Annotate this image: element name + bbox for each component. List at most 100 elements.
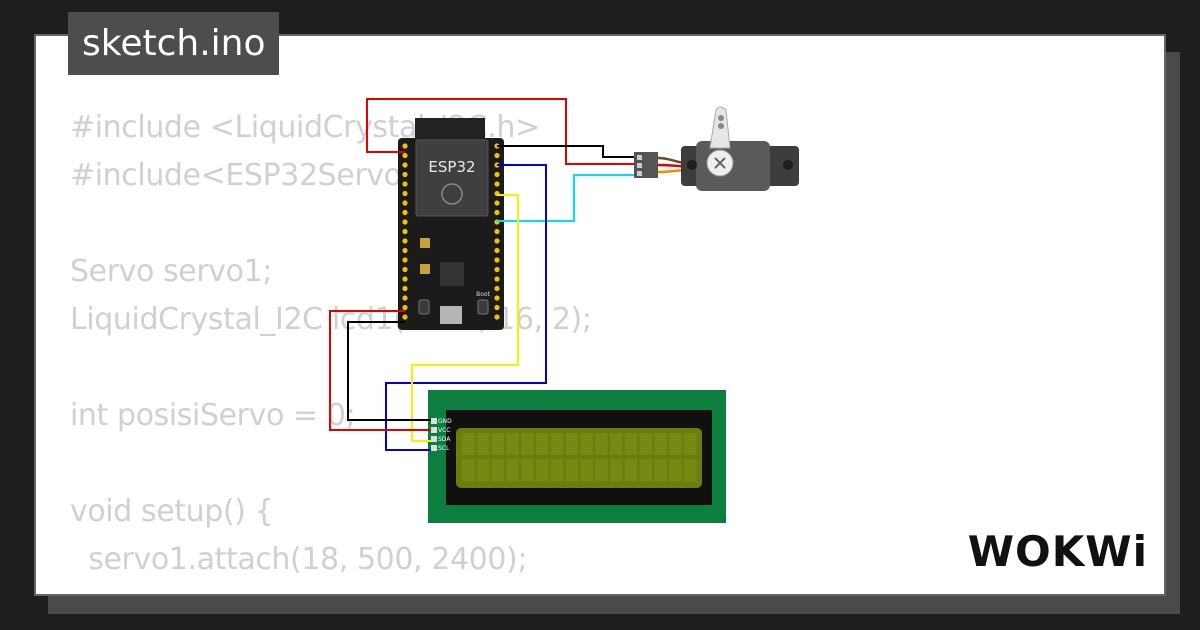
wire-red-servo-vcc[interactable] <box>366 98 634 165</box>
lcd-cell <box>639 433 653 455</box>
lcd-pin-label: SDA <box>438 436 451 443</box>
header-pin <box>494 228 500 235</box>
header-pin <box>402 285 408 292</box>
header-pin <box>402 181 408 187</box>
wire-black-lcd-gnd[interactable] <box>347 321 431 421</box>
lcd-cell <box>595 459 608 481</box>
lcd-cell <box>684 459 697 481</box>
header-pin <box>494 285 500 292</box>
en-button[interactable] <box>418 299 430 315</box>
header-pin <box>402 247 408 254</box>
header-pin <box>402 304 408 311</box>
mount-hole-icon <box>783 160 793 170</box>
lcd-cell <box>536 459 549 481</box>
mount-hole-icon <box>687 160 697 170</box>
wire-yellow-sda[interactable] <box>411 194 519 442</box>
lcd-cell <box>580 433 593 455</box>
lcd-cell <box>550 433 564 455</box>
header-pin <box>402 143 408 149</box>
lcd-cell <box>491 459 505 481</box>
code-line: lcd1.init(); lcd1.backlight(); <box>70 584 592 594</box>
lcd-pin-label: VCC <box>438 427 450 434</box>
wire-cyan-servo-signal[interactable] <box>497 174 634 222</box>
esp32-board[interactable]: ESP32 Boot <box>398 118 504 330</box>
header-pin <box>494 304 500 311</box>
code-line: servo1.attach(18, 500, 2400); <box>70 542 528 577</box>
header-pin <box>402 295 408 301</box>
header-pin <box>494 295 500 301</box>
lcd-pin <box>431 445 437 451</box>
header-pin <box>494 238 500 244</box>
esp32-label: ESP32 <box>428 158 475 176</box>
servo-motor[interactable] <box>634 106 799 191</box>
wire-black-servo-gnd[interactable] <box>497 145 634 158</box>
header-pin <box>402 276 408 282</box>
connector-pin <box>637 163 642 168</box>
header-pin <box>402 266 408 273</box>
lcd-cell <box>610 433 623 455</box>
header-pin <box>402 162 408 168</box>
horn-hole-icon <box>718 115 724 121</box>
header-pin <box>402 152 408 159</box>
lcd-1602[interactable]: GND VCC SDA SCL <box>428 390 726 523</box>
header-pin <box>402 171 408 178</box>
code-line: int posisiServo = 0; <box>70 398 356 433</box>
lcd-cell <box>476 433 490 455</box>
header-pin <box>494 152 500 159</box>
lcd-pin <box>431 436 437 442</box>
esp32-component <box>420 264 430 274</box>
lcd-cell <box>654 459 667 481</box>
wire-blue-scl[interactable] <box>385 164 547 451</box>
header-pin <box>402 200 408 206</box>
header-pin <box>494 200 500 206</box>
header-pin <box>402 257 408 263</box>
boot-label: Boot <box>476 291 490 298</box>
header-pin <box>494 276 500 282</box>
header-pin <box>494 266 500 273</box>
header-pin <box>402 314 408 320</box>
preview-card: #include <LiquidCrystal_I2C.h> #include<… <box>34 34 1166 596</box>
boot-button[interactable] <box>477 299 489 315</box>
lcd-cell <box>684 433 697 455</box>
header-pin <box>494 181 500 187</box>
lcd-cell <box>491 433 505 455</box>
esp32-left-pins <box>402 143 408 320</box>
header-pin <box>494 314 500 320</box>
lcd-cell <box>550 459 564 481</box>
file-name-tab[interactable]: sketch.ino <box>68 12 280 75</box>
header-pin <box>402 238 408 244</box>
header-pin <box>494 247 500 254</box>
lcd-cell <box>565 459 579 481</box>
esp32-component <box>420 238 430 248</box>
lcd-cell <box>624 433 638 455</box>
lcd-cell <box>624 459 638 481</box>
connector-pin <box>637 155 642 160</box>
lcd-cell <box>610 459 623 481</box>
lcd-cell <box>506 459 519 481</box>
header-pin <box>402 190 408 197</box>
lcd-cell <box>669 459 682 481</box>
lcd-cell <box>595 433 608 455</box>
header-pin <box>494 171 500 178</box>
wokwi-logo: WOKWi <box>967 527 1148 576</box>
wire-red-lcd-vcc[interactable] <box>329 310 431 431</box>
lcd-pin-label: SCL <box>438 445 450 452</box>
lcd-cell <box>521 459 534 481</box>
header-pin <box>494 257 500 263</box>
lcd-pin-label: GND <box>438 418 452 425</box>
code-line: void setup() { <box>70 494 274 529</box>
esp32-module <box>415 139 489 217</box>
header-pin <box>402 228 408 235</box>
lcd-pin <box>431 427 437 433</box>
espressif-logo-icon <box>441 183 463 205</box>
lcd-cell <box>639 459 653 481</box>
code-line: Servo servo1; <box>70 254 273 289</box>
lcd-character-cells <box>462 433 697 481</box>
usb-port-icon <box>440 306 462 324</box>
lcd-cell <box>476 459 490 481</box>
lcd-cell <box>462 459 475 481</box>
lcd-cell <box>462 433 475 455</box>
horn-hole-icon <box>718 123 724 129</box>
lcd-pin <box>431 418 437 424</box>
